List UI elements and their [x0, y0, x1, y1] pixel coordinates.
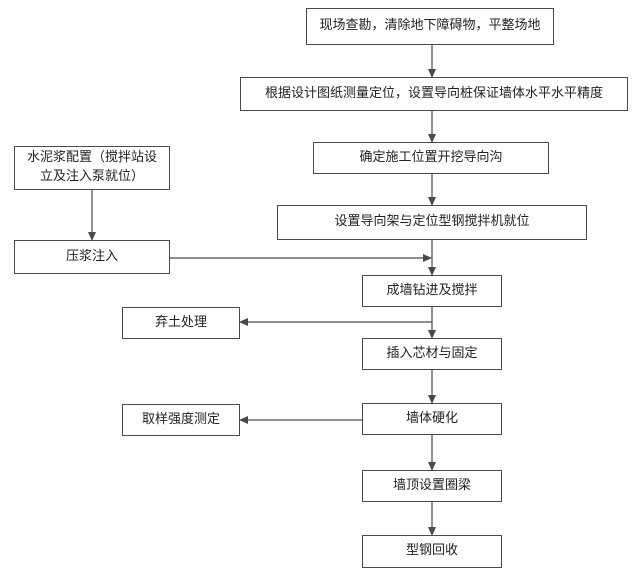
side-slurry-prep-text: 水泥浆配置（搅拌站设 立及注入泵就位） — [27, 149, 157, 187]
step-recovery: 型钢回收 — [362, 535, 502, 568]
side-spoil: 弃土处理 — [122, 307, 240, 339]
step-drilling: 成墙钻进及搅拌 — [362, 275, 502, 307]
step-rig-setup: 设置导向架与定位型钢搅拌机就位 — [277, 205, 587, 240]
side-slurry-prep: 水泥浆配置（搅拌站设 立及注入泵就位） — [14, 146, 170, 190]
step-hardening-label: 墙体硬化 — [405, 410, 458, 426]
side-grouting: 压浆注入 — [14, 240, 170, 274]
step-trench: 确定施工位置开挖导向沟 — [313, 142, 549, 174]
step-crown-beam-label: 墙顶设置圈梁 — [392, 477, 471, 493]
side-sampling: 取样强度测定 — [122, 404, 240, 436]
step-insert-core-label: 插入芯材与固定 — [386, 345, 478, 361]
side-grouting-label: 压浆注入 — [65, 248, 118, 264]
side-spoil-label: 弃土处理 — [154, 314, 207, 330]
step-survey-label: 现场查勘，清除地下障碍物，平整场地 — [319, 18, 541, 34]
step-rig-setup-label: 设置导向架与定位型钢搅拌机就位 — [334, 214, 530, 230]
step-positioning: 根据设计图纸测量定位，设置导向桩保证墙体水平水平精度 — [240, 77, 628, 111]
side-slurry-prep-line1: 水泥浆配置（搅拌站设 — [26, 150, 157, 166]
side-sampling-label: 取样强度测定 — [141, 411, 220, 427]
step-insert-core: 插入芯材与固定 — [362, 338, 502, 370]
step-trench-label: 确定施工位置开挖导向沟 — [359, 149, 503, 165]
step-recovery-label: 型钢回收 — [405, 543, 458, 559]
step-drilling-label: 成墙钻进及搅拌 — [386, 282, 478, 298]
step-positioning-label: 根据设计图纸测量定位，设置导向桩保证墙体水平水平精度 — [264, 85, 603, 101]
step-crown-beam: 墙顶设置圈梁 — [362, 470, 502, 502]
step-survey: 现场查勘，清除地下障碍物，平整场地 — [306, 8, 554, 45]
side-slurry-prep-line2: 立及注入泵就位） — [39, 169, 144, 184]
step-hardening: 墙体硬化 — [362, 403, 502, 435]
